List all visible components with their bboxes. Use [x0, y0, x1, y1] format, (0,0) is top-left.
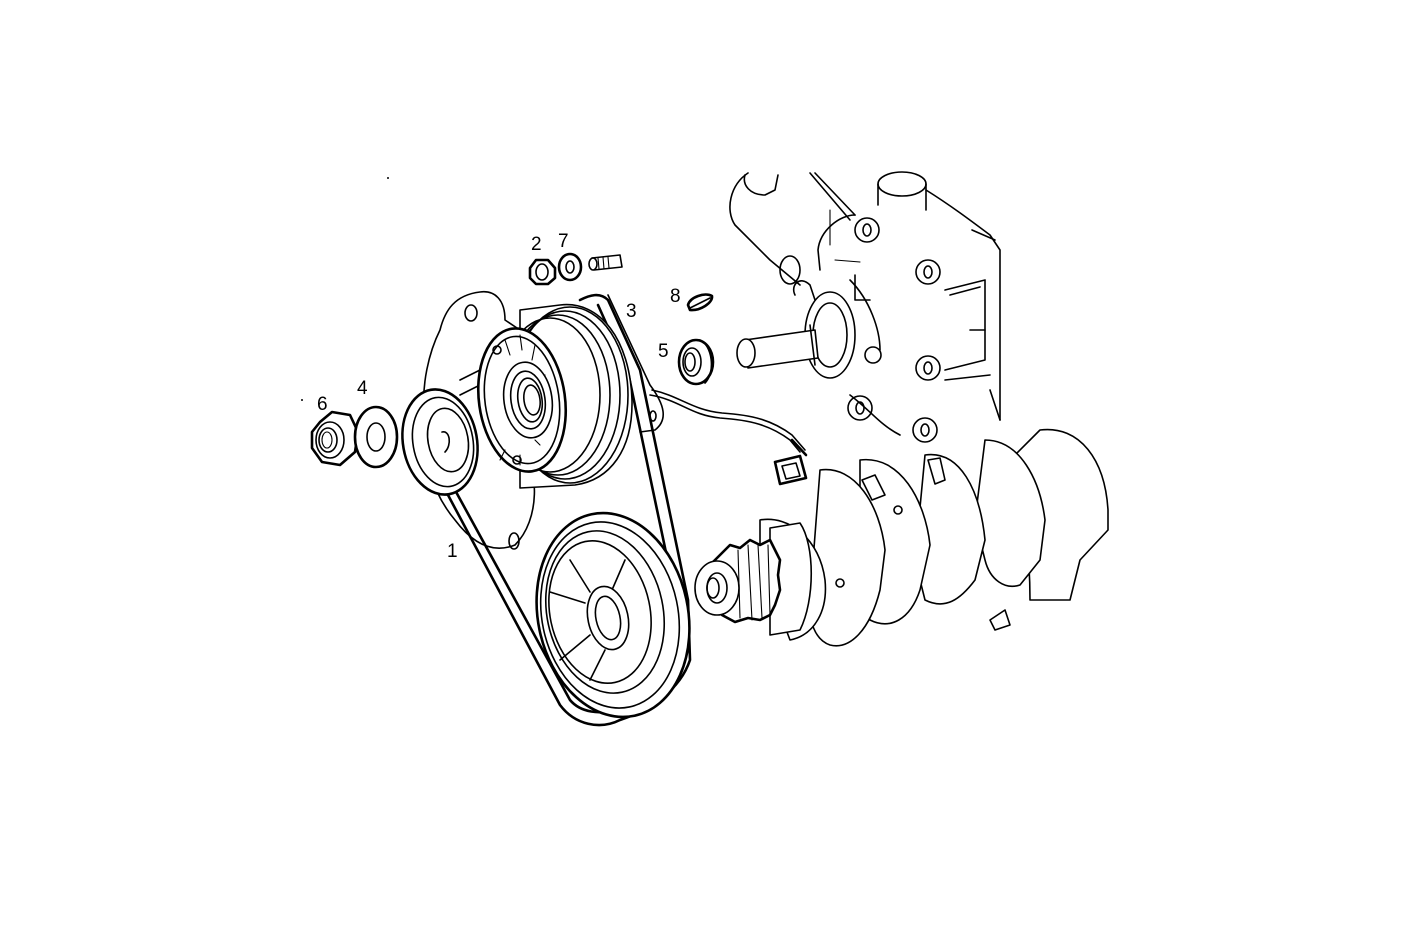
stub-shaft	[736, 255, 856, 379]
washer	[353, 405, 399, 469]
stud	[588, 254, 623, 271]
alternator-pulley-assembly	[476, 303, 633, 489]
crankshaft-pulley	[535, 511, 691, 719]
spacer	[401, 388, 479, 496]
speck	[387, 177, 389, 179]
callout-8: 8	[670, 286, 681, 307]
callout-7: 7	[558, 231, 569, 252]
callout-5: 5	[658, 341, 669, 362]
callout-3: 3	[626, 301, 637, 322]
crankshaft	[694, 428, 1109, 647]
engine-housing	[729, 171, 1001, 443]
callout-4: 4	[357, 378, 368, 399]
nut	[528, 258, 557, 286]
hex-nut	[310, 410, 360, 467]
callout-2: 2	[531, 234, 542, 255]
sensor-wire	[649, 389, 808, 486]
washer-small	[557, 252, 583, 282]
speck	[301, 399, 303, 401]
callout-6: 6	[317, 394, 328, 415]
seal-ring	[677, 338, 715, 386]
callout-1: 1	[447, 541, 458, 562]
woodruff-key	[686, 293, 714, 312]
